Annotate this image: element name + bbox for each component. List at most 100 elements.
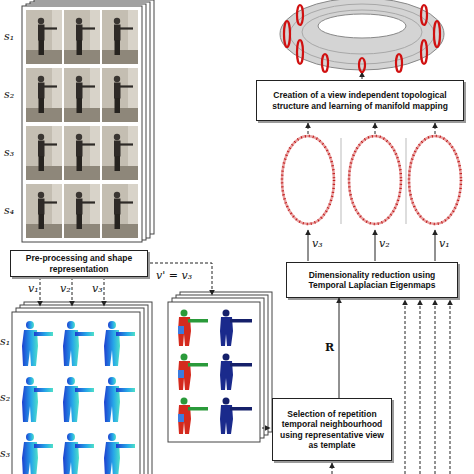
- art-shape: [322, 54, 328, 72]
- view-label: v₁: [28, 283, 39, 295]
- art-shape: [450, 300, 451, 474]
- art-shape: [12, 312, 140, 474]
- art-shape: [349, 136, 401, 224]
- art-shape: [284, 21, 290, 47]
- art-shape: [57, 316, 97, 368]
- art-shape: [16, 308, 144, 474]
- box-text: Pre-processing and shape representation: [14, 253, 144, 274]
- art-shape: [64, 184, 100, 238]
- art-shape: [302, 10, 422, 54]
- art-shape: [98, 428, 138, 474]
- art-shape: [375, 123, 376, 134]
- art-shape: [332, 463, 333, 474]
- art-shape: [98, 372, 138, 424]
- process-box: Selection of repetition temporal neighbo…: [272, 398, 392, 461]
- art-shape: [26, 68, 62, 122]
- art-shape: [280, 0, 444, 70]
- art-shape: [98, 316, 138, 368]
- art-shape: [297, 5, 303, 25]
- art-shape: [434, 21, 440, 47]
- art-shape: [282, 136, 334, 224]
- art-shape: [104, 277, 105, 306]
- art-shape: [341, 138, 342, 224]
- view-label: v₂: [379, 238, 390, 250]
- art-shape: [282, 136, 334, 224]
- view-label: s₂: [4, 89, 14, 101]
- art-shape: [172, 306, 256, 348]
- art-shape: [409, 136, 461, 224]
- art-shape: [102, 68, 138, 122]
- view-label: v₃: [312, 238, 323, 250]
- art-shape: [409, 136, 461, 224]
- art-shape: [284, 5, 440, 72]
- edge-label: R: [325, 342, 334, 354]
- view-label: s₂: [0, 392, 10, 404]
- art-shape: [40, 277, 41, 306]
- art-shape: [168, 302, 260, 442]
- art-shape: [375, 230, 376, 261]
- process-box: Pre-processing and shape representation: [10, 250, 148, 277]
- art-shape: [26, 184, 62, 238]
- box-text: Selection of repetition temporal neighbo…: [276, 409, 388, 451]
- view-label: v₂: [60, 283, 71, 295]
- art-shape: [26, 126, 62, 180]
- art-shape: [262, 428, 270, 429]
- view-label: v' = v₃: [156, 270, 192, 282]
- art-shape: [297, 40, 303, 64]
- art-shape: [16, 316, 56, 368]
- video-frame-stack: [22, 0, 154, 242]
- art-shape: [102, 10, 138, 64]
- view-label: s₄: [4, 205, 14, 217]
- process-box: Creation of a view independent topologic…: [256, 80, 464, 121]
- art-shape: [172, 298, 264, 438]
- embedding-circles: [282, 136, 461, 224]
- art-shape: [16, 372, 56, 424]
- view-label: v₃: [92, 283, 103, 295]
- view-label: s₁: [0, 336, 10, 348]
- flow-arrow: [339, 298, 340, 398]
- art-shape: [22, 6, 142, 242]
- art-shape: [102, 184, 138, 238]
- art-shape: [435, 123, 436, 134]
- art-shape: [72, 277, 73, 306]
- art-shape: [64, 68, 100, 122]
- view-label: v₁: [439, 238, 450, 250]
- view-label: s₃: [0, 448, 10, 460]
- art-shape: [64, 10, 100, 64]
- art-shape: [102, 126, 138, 180]
- art-shape: [57, 428, 97, 474]
- art-shape: [405, 300, 406, 474]
- art-shape: [349, 136, 401, 224]
- art-shape: [26, 4, 146, 240]
- art-shape: [290, 4, 434, 64]
- box-text: Creation of a view independent topologic…: [260, 90, 460, 111]
- art-shape: [172, 350, 256, 392]
- art-shape: [308, 230, 309, 261]
- view-label: s₁: [4, 31, 14, 43]
- process-box: Dimensionality reduction using Temporal …: [286, 262, 458, 298]
- art-shape: [421, 5, 427, 25]
- art-shape: [406, 138, 407, 224]
- art-shape: [318, 14, 406, 38]
- art-shape: [26, 10, 62, 64]
- art-shape: [57, 372, 97, 424]
- art-shape: [396, 54, 402, 72]
- art-shape: [435, 300, 436, 474]
- art-shape: [64, 126, 100, 180]
- art-shape: [420, 300, 421, 474]
- torus-manifold: [280, 0, 444, 72]
- art-shape: [421, 40, 427, 64]
- box-text: Dimensionality reduction using Temporal …: [290, 270, 454, 291]
- depth-image-stack: [12, 302, 152, 474]
- art-shape: [150, 263, 212, 295]
- art-shape: [359, 58, 365, 72]
- art-shape: [16, 428, 56, 474]
- art-shape: [308, 123, 309, 134]
- view-label: s₃: [4, 147, 14, 159]
- art-shape: [172, 394, 256, 436]
- segmented-view-stack: [168, 292, 272, 442]
